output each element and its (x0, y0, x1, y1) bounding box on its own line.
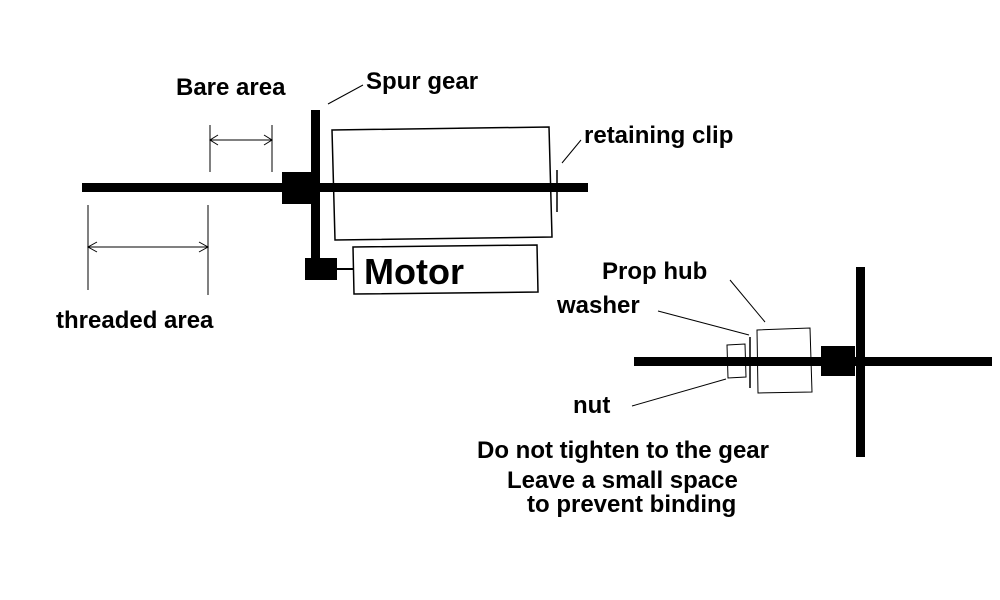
motor-can-outline (331, 126, 553, 241)
motor-body-outline (352, 244, 539, 295)
spur-gear (311, 110, 320, 258)
bare-area-label: Bare area (176, 74, 286, 101)
note-line-1: Do not tighten to the gear (477, 437, 769, 464)
drive-assembly (82, 110, 588, 295)
prop-hub-label: Prop hub (602, 258, 707, 285)
bare-area-dimension (209, 125, 273, 172)
prop-spur-gear (856, 267, 865, 457)
main-shaft (82, 183, 588, 192)
note-line-2: Leave a small space (507, 467, 738, 494)
threaded-area-dimension (86, 205, 210, 295)
gear-hub (282, 172, 312, 204)
note-line-3: to prevent binding (527, 491, 736, 518)
prop-assembly (634, 267, 992, 457)
spur-gear-leader (327, 84, 364, 105)
prop-gear-hub (821, 346, 855, 376)
nut-outline (726, 343, 747, 379)
prop-hub-leader (729, 279, 766, 323)
threaded-area-label: threaded area (56, 307, 214, 334)
spur-gear-label: Spur gear (366, 68, 478, 95)
assembly-note: Do not tighten to the gear Leave a small… (477, 437, 769, 518)
motor-label: Motor (364, 251, 464, 292)
prop-hub-outline (756, 327, 813, 394)
retaining-clip-leader (561, 139, 582, 164)
retaining-clip-label: retaining clip (584, 122, 733, 149)
prop-shaft (634, 357, 992, 366)
nut-label: nut (573, 392, 610, 419)
washer-leader (657, 310, 750, 336)
motor-pinion (305, 258, 337, 280)
nut-leader (631, 378, 727, 407)
washer-label: washer (556, 292, 640, 319)
